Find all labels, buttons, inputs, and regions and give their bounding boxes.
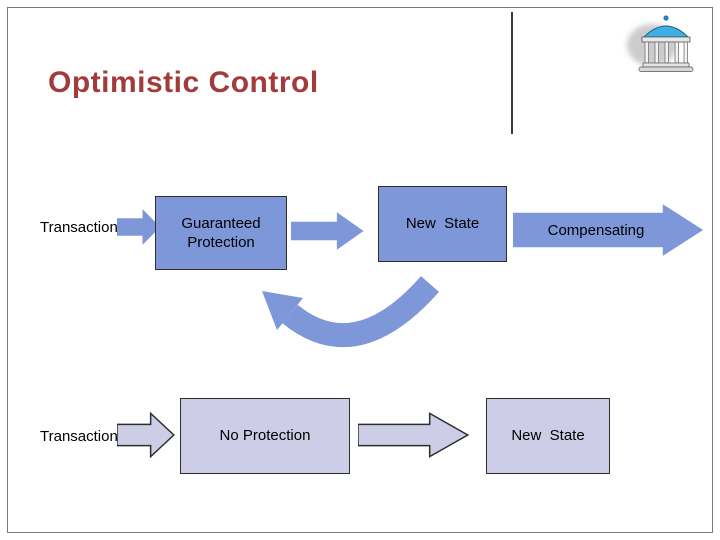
compensating-label: Compensating: [547, 221, 645, 239]
compensating-arrow: Compensating: [513, 203, 705, 257]
right-arrow-icon: [358, 412, 470, 458]
right-arrow-icon: [117, 209, 161, 245]
vertical-divider: [511, 12, 513, 134]
gazebo-logo-icon: [627, 15, 694, 72]
guaranteed-protection-box: Guaranteed Protection: [155, 196, 287, 270]
transaction-label-top: Transaction: [40, 219, 118, 236]
no-protection-box: No Protection: [180, 398, 350, 474]
new-state-box-bottom: New State: [486, 398, 610, 474]
slide-title: Optimistic Control: [48, 66, 319, 99]
right-arrow-icon: [291, 212, 364, 250]
right-arrow-icon: [117, 412, 175, 458]
transaction-label-bottom: Transaction: [40, 428, 118, 445]
right-arrow-icon: [513, 204, 704, 256]
new-state-box-top: New State: [378, 186, 507, 262]
curved-feedback-arrow-icon: [262, 275, 440, 347]
